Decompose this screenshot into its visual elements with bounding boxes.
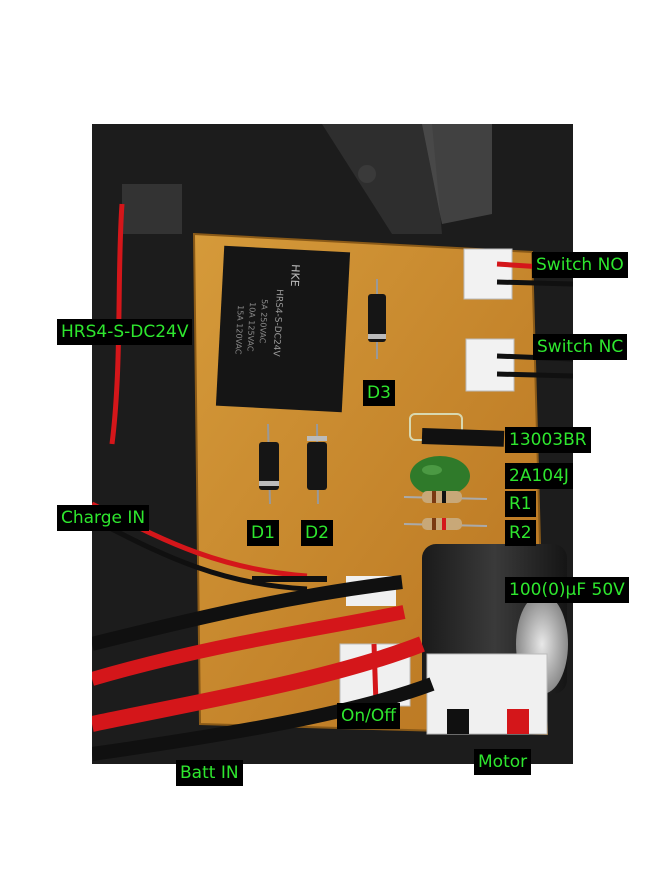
label-batt-in: Batt IN bbox=[176, 760, 243, 786]
relay-marking: HKE bbox=[288, 264, 302, 287]
background-bracket bbox=[122, 184, 182, 234]
label-on-off: On/Off bbox=[337, 703, 400, 729]
capacitor-2a104j bbox=[410, 456, 470, 496]
resistor-r2 bbox=[403, 518, 488, 530]
label-charge-in: Charge IN bbox=[57, 505, 150, 531]
diode-d3 bbox=[368, 279, 386, 359]
label-r1: R1 bbox=[505, 491, 536, 517]
label-r2: R2 bbox=[505, 520, 536, 546]
relay-marking: HRS4-S-DC24V bbox=[270, 289, 284, 358]
relay-marking: 5A 250VAC bbox=[258, 299, 269, 344]
relay-marking: 10A 125VAC bbox=[245, 302, 257, 352]
battery-cables bbox=[92, 575, 435, 761]
background-rivet bbox=[358, 165, 376, 183]
relay-marking: 15A 120VAC bbox=[233, 305, 245, 355]
resistor-r1 bbox=[403, 491, 488, 503]
label-switch-no: Switch NO bbox=[532, 252, 628, 278]
label-capacitor-small: 2A104J bbox=[505, 463, 573, 489]
circuit-board-photo: HKE HRS4-S-DC24V 5A 250VAC 10A 125VAC 15… bbox=[92, 124, 573, 764]
background-casing-right bbox=[422, 124, 492, 224]
label-capacitor-large: 100(0)µF 50V bbox=[505, 577, 629, 603]
label-switch-nc: Switch NC bbox=[533, 334, 628, 360]
label-motor: Motor bbox=[474, 749, 532, 775]
diode-d2 bbox=[307, 423, 327, 505]
background-casing bbox=[322, 124, 442, 234]
transistor-13003br bbox=[409, 413, 505, 447]
diode-d1 bbox=[259, 423, 279, 505]
label-transistor: 13003BR bbox=[505, 427, 591, 453]
relay-component: HKE HRS4-S-DC24V 5A 250VAC 10A 125VAC 15… bbox=[215, 245, 351, 413]
label-d3: D3 bbox=[363, 380, 395, 406]
label-d1: D1 bbox=[247, 520, 279, 546]
label-d2: D2 bbox=[301, 520, 333, 546]
motor-connector bbox=[426, 653, 548, 735]
label-relay: HRS4-S-DC24V bbox=[57, 319, 193, 345]
